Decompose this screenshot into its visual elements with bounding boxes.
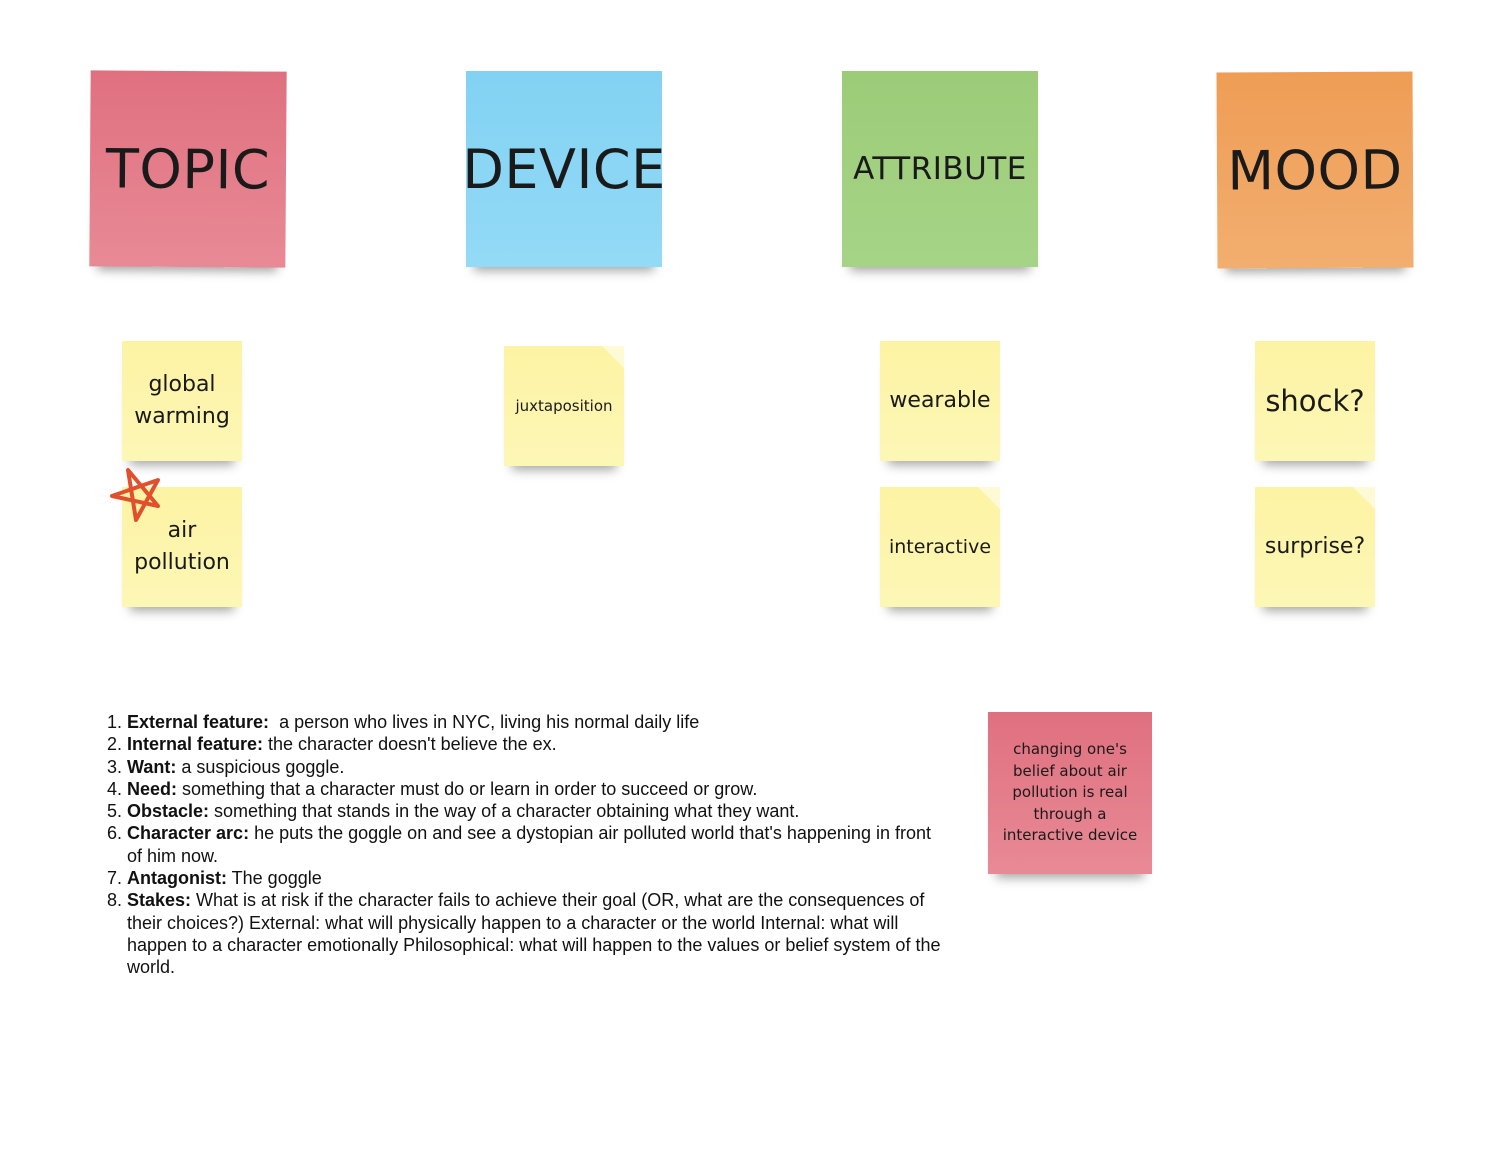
list-item-text: he puts the goggle on and see a dystopia…	[127, 823, 931, 866]
list-item: Antagonist: The goggle	[127, 867, 947, 889]
header-note-topic[interactable]: TOPIC	[89, 70, 287, 268]
attribute-note-interactive[interactable]: interactive	[880, 487, 1000, 607]
list-item-text: something that a character must do or le…	[177, 778, 758, 799]
list-item: External feature: a person who lives in …	[127, 711, 947, 733]
list-item: Stakes: What is at risk if the character…	[127, 889, 947, 978]
star-doodle-icon	[110, 468, 160, 522]
header-label-device: DEVICE	[462, 137, 666, 201]
side-note-belief[interactable]: changing one's belief about air pollutio…	[988, 712, 1152, 874]
header-note-mood[interactable]: MOOD	[1216, 71, 1414, 269]
list-item-term: Need:	[127, 778, 178, 799]
header-label-mood: MOOD	[1227, 138, 1403, 202]
mood-note-label: surprise?	[1264, 534, 1366, 559]
list-item-text: the character doesn't believe the ex.	[263, 734, 557, 755]
list-item-term: External feature:	[127, 712, 270, 732]
topic-note-global-warming[interactable]: global warming	[122, 341, 242, 461]
device-note-juxtaposition[interactable]: juxtaposition	[504, 346, 624, 466]
list-item: Character arc: he puts the goggle on and…	[127, 822, 947, 867]
list-item-term: Obstacle:	[127, 801, 210, 822]
list-item-text: The goggle	[226, 868, 322, 889]
list-item-term: Want:	[127, 756, 177, 777]
list-item: Need: something that a character must do…	[127, 778, 947, 800]
mood-note-shock[interactable]: shock?	[1255, 341, 1375, 461]
list-item: Obstacle: something that stands in the w…	[127, 800, 947, 822]
attribute-note-label: wearable	[889, 388, 991, 413]
list-item-text: something that stands in the way of a ch…	[209, 801, 800, 822]
attribute-note-wearable[interactable]: wearable	[880, 341, 1000, 461]
header-note-device[interactable]: DEVICE	[462, 71, 665, 267]
header-label-attribute: ATTRIBUTE	[853, 151, 1027, 187]
attribute-note-label: interactive	[888, 536, 992, 558]
story-structure-list: External feature: a person who lives in …	[100, 711, 947, 979]
list-item-term: Antagonist:	[127, 868, 227, 889]
side-note-text: changing one's belief about air pollutio…	[1002, 740, 1138, 845]
device-note-label: juxtaposition	[515, 397, 613, 415]
list-item-term: Character arc:	[127, 823, 250, 844]
list-item-term: Stakes:	[127, 890, 192, 911]
list-item: Want: a suspicious goggle.	[127, 756, 947, 778]
header-note-attribute[interactable]: ATTRIBUTE	[842, 71, 1038, 267]
list-item-text: a suspicious goggle.	[176, 756, 345, 777]
list-item-text: a person who lives in NYC, living his no…	[269, 712, 700, 732]
mood-note-surprise[interactable]: surprise?	[1255, 487, 1375, 607]
mood-note-label: shock?	[1265, 384, 1365, 418]
header-label-topic: TOPIC	[105, 136, 271, 202]
list-item: Internal feature: the character doesn't …	[127, 733, 947, 755]
list-item-term: Internal feature:	[127, 734, 264, 755]
topic-note-label: global warming	[134, 372, 230, 429]
list-item-text: What is at risk if the character fails t…	[127, 890, 941, 978]
topic-note-label: air pollution	[134, 518, 230, 575]
